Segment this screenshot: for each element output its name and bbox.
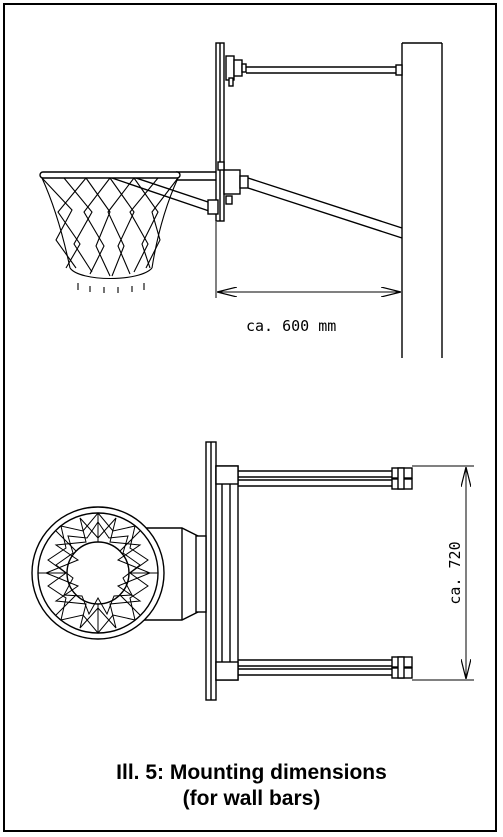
top-view <box>31 441 474 701</box>
dimension-720 <box>412 465 474 681</box>
lower-arms-top <box>238 656 413 679</box>
figure-frame <box>3 3 497 832</box>
mount-frame-top <box>215 465 239 681</box>
net-top-pattern <box>38 512 158 634</box>
upper-mounting-arm <box>225 55 403 87</box>
backboard-top <box>205 441 217 701</box>
wall-bar-post <box>401 42 443 358</box>
hoop-bracket-top <box>130 527 207 621</box>
upper-arms-top <box>238 467 413 490</box>
dimension-600 <box>215 222 400 298</box>
side-dimension-label: ca. 600 mm <box>246 317 336 335</box>
figure-caption-line1: Ill. 5: Mounting dimensions <box>116 761 387 784</box>
net-side <box>41 177 179 293</box>
side-view <box>39 42 443 358</box>
lower-strut <box>217 161 403 239</box>
hoop-rim-side <box>39 171 181 179</box>
top-dimension-label: ca. 720 <box>446 541 464 604</box>
backboard-side <box>215 42 225 222</box>
figure-caption-line2: (for wall bars) <box>182 787 321 810</box>
